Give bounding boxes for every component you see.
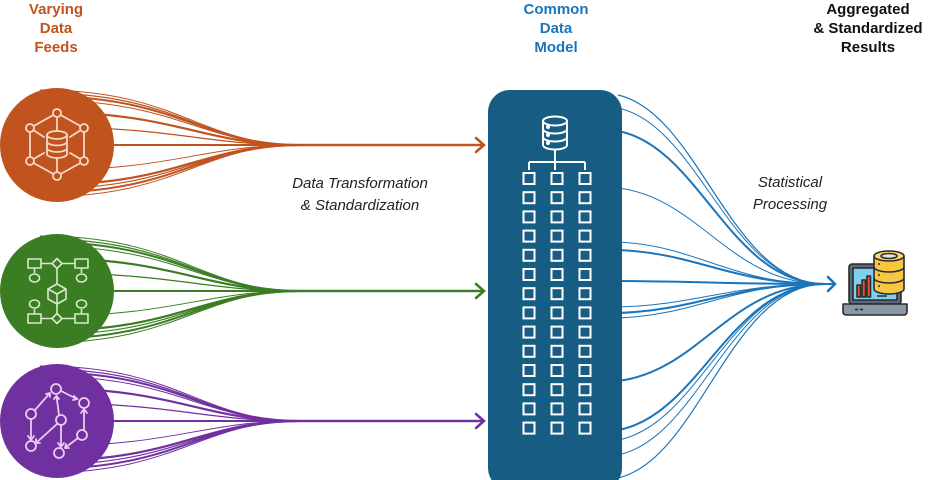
output-connector-line [617, 283, 826, 441]
data-model-cell [578, 229, 592, 243]
data-model-cell [550, 210, 564, 224]
output-connector-line [617, 283, 826, 456]
data-model-cell [522, 248, 536, 262]
arrowhead-icon [474, 412, 486, 430]
data-model-cell [578, 344, 592, 358]
heading-varying-data-feeds: Varying Data Feeds [0, 0, 112, 57]
data-model-cell [550, 421, 564, 435]
data-model-cell [522, 421, 536, 435]
data-model-cell [550, 306, 564, 320]
data-model-cell [522, 268, 536, 281]
data-model-cell [550, 383, 564, 397]
caption-line: Data Transformation [292, 175, 428, 192]
data-model-cell [578, 191, 592, 205]
data-model-cell [550, 344, 564, 358]
output-connector-line [617, 107, 826, 285]
data-model-cell [550, 191, 564, 205]
feed-circle-flowchart [0, 234, 114, 348]
caption-data-transformation: Data Transformation & Standardization [270, 173, 450, 217]
data-model-cell [578, 325, 592, 339]
data-model-cell [550, 268, 564, 281]
data-model-cell [522, 344, 536, 358]
data-model-cell [578, 210, 592, 224]
data-model-cell [522, 364, 536, 377]
common-data-model-box [488, 90, 622, 480]
data-model-cell [522, 306, 536, 320]
data-model-cell [550, 287, 564, 301]
output-connector-line [617, 187, 826, 285]
feed-connector-lines [39, 89, 486, 474]
data-model-cell [522, 287, 536, 301]
output-connector-line [617, 280, 826, 285]
heading-line: Varying [28, 1, 84, 18]
heading-common-data-model: Common Data Model [496, 0, 616, 57]
heading-line: Aggregated [826, 1, 910, 18]
data-model-cell [578, 287, 592, 301]
laptop-database-chart-icon [842, 250, 908, 316]
data-model-cell [578, 306, 592, 320]
data-model-cell [522, 325, 536, 339]
directed-graph-icon [25, 383, 90, 459]
flowchart-cube-icon [27, 257, 89, 325]
data-model-cell [522, 402, 536, 416]
data-model-cell [522, 210, 536, 224]
caption-line: & Standardization [300, 197, 420, 214]
output-connector-lines [617, 94, 837, 479]
heading-line: Data [39, 20, 73, 37]
data-model-cell [578, 172, 592, 185]
heading-line: Common [523, 1, 589, 18]
data-model-cell [578, 268, 592, 281]
data-model-grid [522, 172, 592, 435]
data-model-cell [522, 383, 536, 397]
database-hierarchy-icon [528, 115, 586, 170]
output-connector-line [617, 283, 826, 382]
network-database-icon [25, 108, 89, 181]
caption-line: Processing [752, 196, 828, 213]
heading-line: & Standardized [813, 20, 923, 37]
caption-statistical-processing: Statistical Processing [730, 172, 850, 216]
data-model-cell [578, 364, 592, 377]
data-model-cell [578, 383, 592, 397]
data-model-cell [550, 402, 564, 416]
heading-line: Results [840, 39, 896, 56]
data-model-cell [550, 248, 564, 262]
data-model-cell [550, 364, 564, 377]
data-model-cell [578, 421, 592, 435]
output-connector-line [617, 283, 826, 479]
heading-line: Model [534, 39, 578, 56]
feed-connector-line [39, 420, 484, 474]
heading-line: Data [539, 20, 573, 37]
data-model-cell [578, 248, 592, 262]
caption-line: Statistical [757, 174, 823, 191]
feed-connector-line [39, 290, 484, 344]
data-model-cell [522, 191, 536, 205]
heading-aggregated-results: Aggregated & Standardized Results [800, 0, 936, 57]
data-model-cell [522, 229, 536, 243]
output-connector-line [617, 130, 826, 285]
feed-circle-graph-workflow [0, 364, 114, 478]
data-model-cell [550, 325, 564, 339]
heading-line: Feeds [34, 39, 78, 56]
data-model-cell [550, 172, 564, 185]
arrowhead-icon [474, 136, 486, 154]
data-model-cell [578, 402, 592, 416]
output-connector-line [617, 283, 826, 319]
output-connector-line [617, 94, 826, 285]
data-model-cell [550, 229, 564, 243]
output-connector-line [617, 249, 826, 285]
feed-connector-line [39, 144, 484, 198]
data-model-cell [522, 172, 536, 185]
arrowhead-icon [474, 282, 486, 300]
arrowhead-icon [826, 275, 837, 293]
